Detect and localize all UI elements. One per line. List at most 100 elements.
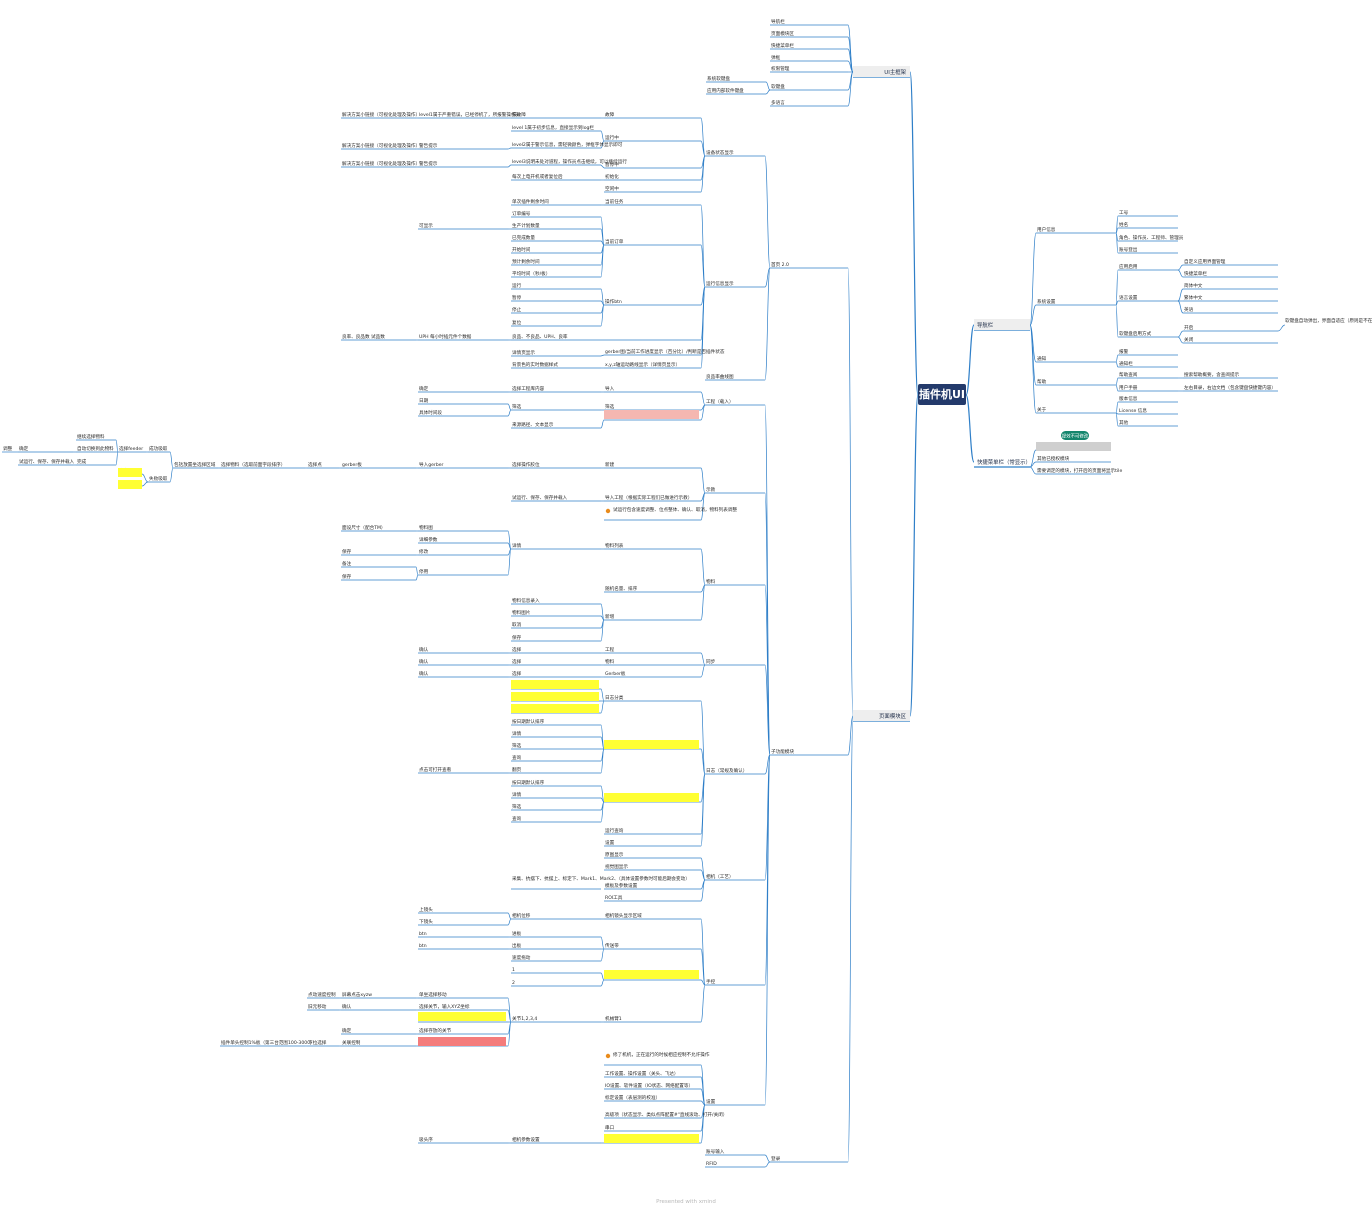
node-label[interactable]: 用户手册 [1119, 384, 1138, 391]
node-label[interactable]: 故障 [605, 111, 615, 118]
node-label[interactable]: 页面模块区 [771, 30, 794, 37]
node-label[interactable]: btn [419, 931, 427, 937]
node-label[interactable]: 日志（常规及确认） [706, 767, 747, 774]
node-label[interactable]: 停止 [512, 306, 522, 313]
node-label[interactable]: 需要调定的模块，打开后的页面将显示tile [1037, 467, 1122, 474]
node-label[interactable]: 导入工程（根据实际工程们已做进行示教） [605, 494, 692, 501]
node-label[interactable]: 账号输入 [706, 1148, 725, 1155]
node-label[interactable]: 2 [512, 980, 515, 986]
node-label[interactable]: 试运行、保存、保存并载入 [19, 458, 75, 465]
node-label[interactable]: 试运行包含速度调整、位点整体、确认、取消，物料列表调整 [613, 506, 737, 513]
node-label[interactable]: 权限管理 [771, 65, 790, 72]
node-label[interactable]: 物料信息录入 [512, 597, 540, 604]
node-label[interactable]: 面设尺寸（配合TM） [342, 524, 386, 531]
node-label[interactable]: 物料 [706, 578, 716, 585]
node-label[interactable]: 姓名 [1119, 221, 1128, 228]
node-label[interactable]: 每次上电开机或者复位后 [512, 173, 563, 180]
node-label[interactable]: 选择操作胶位 [512, 461, 540, 468]
node-label[interactable]: 1 [512, 967, 515, 973]
node-label[interactable]: 快捷菜单栏 [1184, 270, 1207, 277]
node-label[interactable]: 通知 [1037, 355, 1047, 362]
node-label[interactable]: 已完成数量 [512, 234, 535, 241]
node-label[interactable]: 工作设置、操作设置（关头、飞达） [605, 1070, 679, 1077]
node-label[interactable]: 账号登出 [1119, 246, 1138, 253]
node-label[interactable]: 视觉图显示 [605, 863, 628, 870]
node-label[interactable]: 详情 [512, 730, 522, 737]
node-label[interactable]: 相机参数设置 [512, 1136, 540, 1143]
node-label[interactable]: 生产计划数量 [512, 222, 540, 229]
node-label[interactable]: 简体中文 [1184, 282, 1203, 289]
node-label[interactable]: 帮助 [1037, 378, 1047, 385]
node-label[interactable]: 屏幕点击xyzw [342, 991, 372, 998]
node-label[interactable]: 筛选 [605, 403, 615, 410]
node-label[interactable]: 备注 [342, 560, 352, 567]
node-label[interactable]: 新建 [605, 461, 615, 468]
node-label[interactable]: 导航栏 [771, 18, 785, 25]
node-label[interactable]: x,y,z轴运动路线显示（详情页显示） [605, 361, 680, 368]
node-label[interactable]: 选择 [512, 670, 522, 677]
node-label[interactable]: 运行 [512, 282, 522, 289]
node-label[interactable]: 选择 [512, 658, 522, 665]
node-label[interactable]: level3说明未处对道程，操作员点击继续，可以继续运行 [512, 158, 627, 165]
node-label[interactable]: 物料 [605, 658, 615, 665]
node-label[interactable]: 试运行、保存、保存并载入 [512, 494, 568, 501]
node-label[interactable]: 操作btn [605, 298, 622, 305]
node-label[interactable]: 速度拖动 [512, 954, 531, 961]
node-label[interactable]: 点动速度控制 [308, 991, 336, 998]
node-label[interactable]: 解决方案小链接（可视化处理及操作） [342, 160, 420, 167]
node-label[interactable]: 当前订单 [605, 238, 624, 245]
node-label[interactable]: 详情页显示 [512, 349, 535, 356]
node-label[interactable]: 取消 [512, 621, 522, 628]
node-label[interactable]: 良品、不良品、UPH、良率 [512, 333, 568, 340]
branch-nav-bar[interactable]: 导航栏 [974, 319, 1030, 330]
node-label[interactable]: 应用启用 [1119, 263, 1138, 270]
node-label[interactable]: License 信息 [1119, 407, 1147, 414]
node-label[interactable]: 警告提示 [419, 142, 438, 149]
node-label[interactable]: 新增 [605, 613, 615, 620]
node-label[interactable]: 确认 [419, 646, 429, 653]
node-label[interactable]: 相机位移 [512, 912, 531, 919]
node-label[interactable]: level2属于警示信息，需轻微颜色，弹框字体显示即可 [512, 141, 623, 148]
node-label[interactable]: 修了机机，正在运行的时候相应控制不允许操作 [613, 1051, 710, 1058]
node-label[interactable]: Gerber板 [605, 670, 626, 677]
node-label[interactable]: 下拉选择 [308, 1039, 327, 1046]
node-label[interactable]: 单坐选择移动 [419, 991, 447, 998]
node-label[interactable]: 其他已授权模块 [1037, 455, 1070, 462]
node-label[interactable]: 选择feeder [119, 445, 143, 452]
node-label[interactable]: 调整 [3, 445, 13, 452]
node-label[interactable]: 报警 [1119, 348, 1129, 355]
node-label[interactable]: 按日期默认排序 [512, 718, 545, 725]
node-label[interactable]: 选择物料（选取前面字段排序） [221, 461, 285, 468]
node-label[interactable]: 开始时间 [512, 246, 531, 253]
node-label[interactable]: 确定 [419, 385, 429, 392]
node-label[interactable]: 选择存放的关节 [419, 1027, 452, 1034]
node-label[interactable]: 包括放置坐选择区域 [174, 461, 216, 468]
node-label[interactable]: 出板 [512, 942, 522, 949]
node-label[interactable]: 确认 [342, 1003, 352, 1010]
node-label[interactable]: 可显示 [419, 223, 433, 229]
node-label[interactable]: 订单编号 [512, 210, 531, 217]
node-label[interactable]: 暂停中 [605, 161, 619, 168]
node-label[interactable]: 保存 [342, 548, 352, 555]
node-label[interactable]: 相机镜头显示区域 [605, 912, 642, 919]
node-label[interactable]: 物料列表 [605, 542, 624, 549]
node-label[interactable]: 机械臂1 [605, 1015, 622, 1022]
node-label[interactable]: 导入 [605, 386, 615, 392]
node-label[interactable]: 按日期默认排序 [512, 779, 545, 786]
node-label[interactable]: 日期 [419, 398, 429, 404]
branch-ui-frame[interactable]: UI主框架 [853, 66, 910, 77]
node-label[interactable]: 良率、良品数 试品数 [342, 333, 385, 340]
node-label[interactable]: 关于 [1037, 406, 1047, 413]
node-label[interactable]: 英语 [1184, 306, 1194, 313]
node-label[interactable]: 吸头序 [419, 1136, 433, 1143]
node-label[interactable]: 完成 [77, 458, 87, 465]
node-label[interactable]: 弹框 [771, 54, 781, 61]
node-label[interactable]: 自定义应用界面管理 [1184, 258, 1226, 265]
node-label[interactable]: 停用 [419, 568, 429, 575]
node-label[interactable]: 软键盘自动弹出，界面自适应（原则是不在任意的输入框） [1285, 317, 1372, 324]
node-label[interactable]: 搜索帮助概要，含查阅提示 [1184, 371, 1240, 378]
node-label[interactable]: 设备状态显示 [706, 149, 734, 156]
node-label[interactable]: 多语言 [771, 99, 785, 106]
node-label[interactable]: 串口 [605, 1125, 615, 1131]
node-label[interactable]: 筛选 [512, 742, 522, 749]
